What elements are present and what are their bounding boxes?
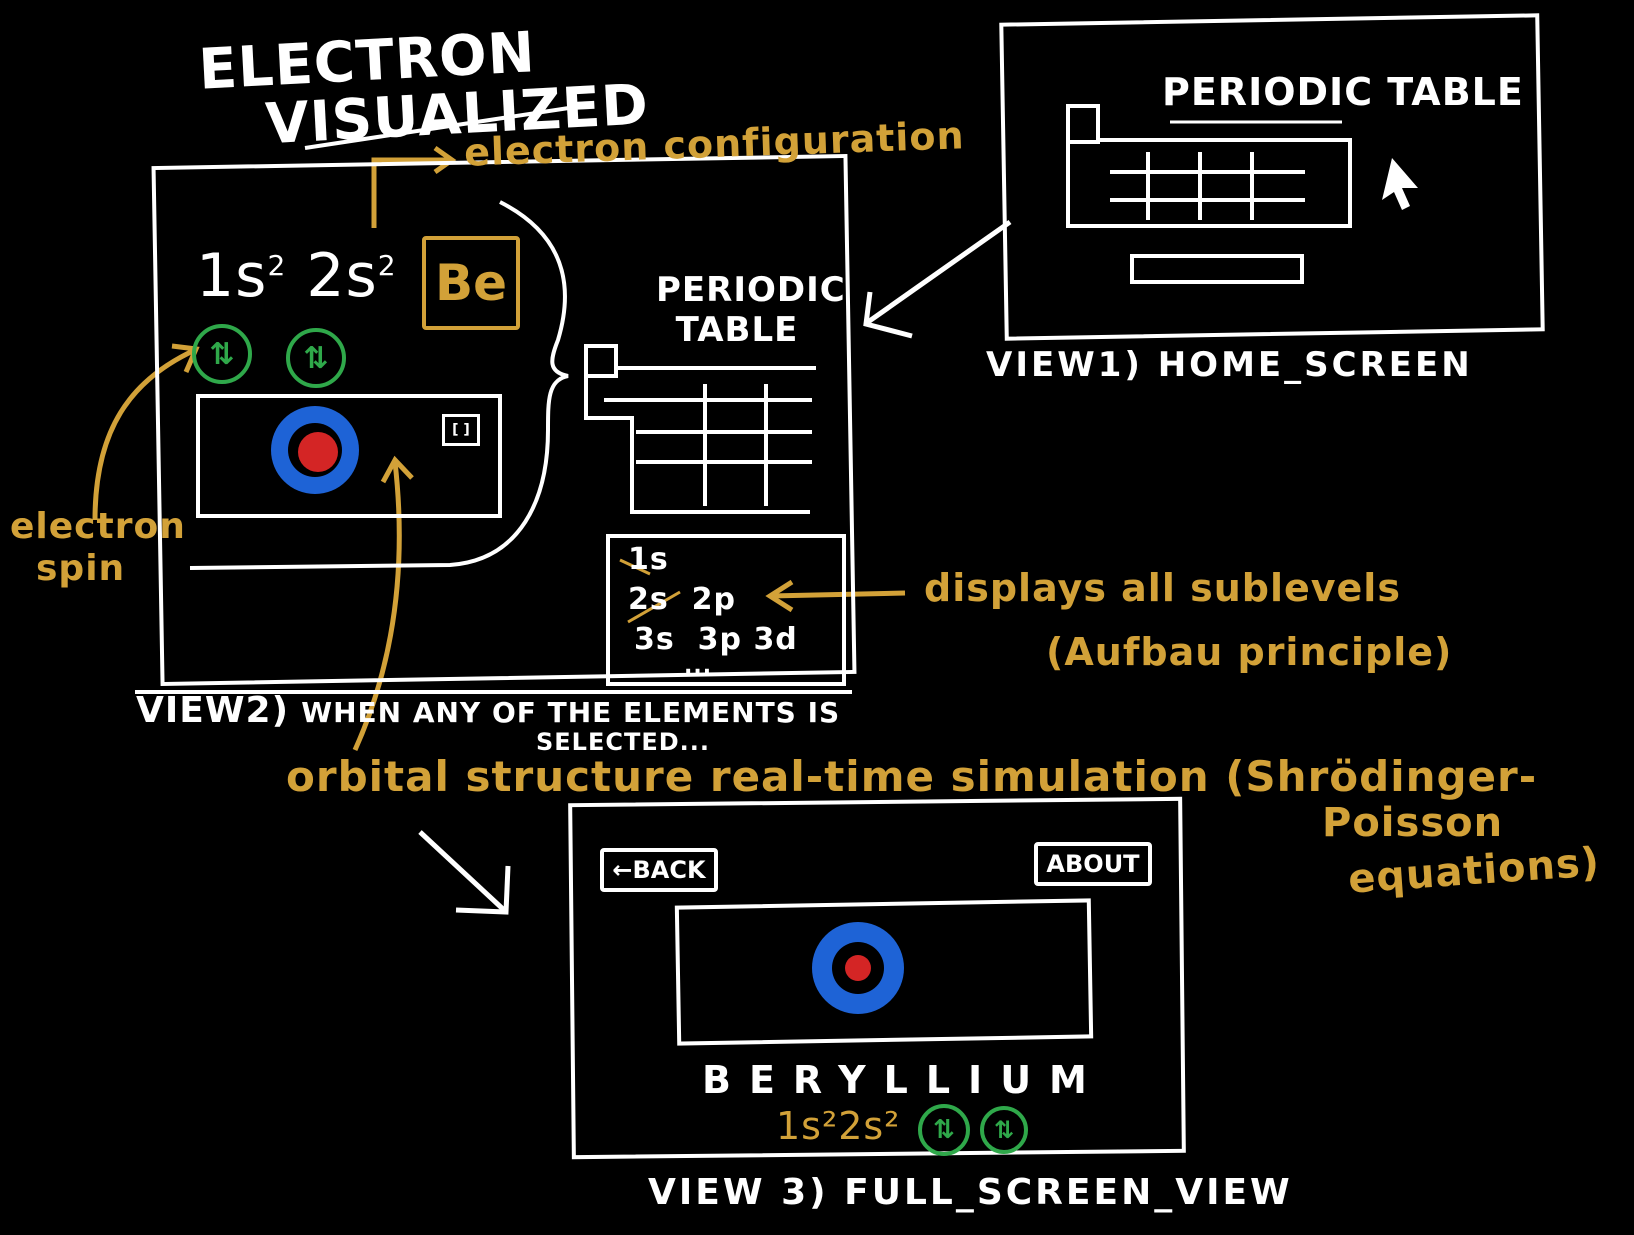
annotation-orbital-line2: Poisson	[1322, 800, 1504, 846]
fullscreen-spin-1s: ⇅	[918, 1104, 970, 1156]
annotation-orbital-prefix: orbital structure	[286, 752, 695, 801]
orbital-viewport	[196, 394, 502, 518]
sublevel-arrow	[769, 590, 906, 599]
annotation-electron-spin-line2: spin	[36, 548, 126, 589]
view1-caption: VIEW1) HOME_SCREEN	[986, 345, 1473, 385]
nucleus-view2	[298, 432, 338, 472]
view2-caption-line1: WHEN ANY OF THE ELEMENTS IS	[301, 696, 841, 729]
home-panel-title: PERIODIC TABLE	[1162, 70, 1524, 114]
sublevel-2p: 2p	[691, 582, 736, 617]
orbital-arrow	[352, 461, 402, 752]
config-arrow	[371, 157, 450, 228]
fullscreen-orbital-viewport	[674, 898, 1094, 1046]
annotation-orbital: orbital structure real-time simulation (…	[286, 752, 1537, 801]
sublevel-3d: 3d	[753, 622, 798, 657]
view1-to-view2-arrow	[866, 219, 1012, 325]
spin-symbol: ⇅	[303, 340, 329, 376]
electron-config: 1s2 2s2	[196, 236, 397, 306]
view1-home-screen	[999, 13, 1545, 341]
sublevel-more: ...	[684, 654, 713, 679]
side-panel-title: PERIODIC TABLE	[656, 270, 846, 350]
spin-symbol: ⇅	[209, 336, 235, 372]
about-button[interactable]: ABOUT	[1034, 842, 1152, 886]
nucleus-view3	[845, 955, 871, 981]
view2-to-view3-arrow	[418, 830, 506, 912]
sublevel-2s: 2s	[628, 582, 669, 617]
view2-caption: VIEW2) WHEN ANY OF THE ELEMENTS IS	[136, 690, 840, 731]
element-symbol-box: Be	[422, 236, 520, 330]
cursor-icon	[1382, 158, 1418, 210]
spin-symbol: ⇅	[933, 1115, 955, 1145]
config-2s: 2s	[306, 241, 378, 311]
fullscreen-icon[interactable]: [ ]	[442, 414, 480, 446]
fullscreen-spin-2s: ⇅	[980, 1106, 1028, 1154]
spin-indicator-1s: ⇅	[192, 324, 252, 384]
config-sup2: 2	[377, 249, 397, 282]
config-1s: 1s	[196, 241, 268, 311]
element-symbol: Be	[434, 254, 508, 312]
sublevel-1s: 1s	[628, 542, 669, 577]
view2-caption-prefix: VIEW2)	[136, 690, 290, 731]
annotation-electron-spin-line1: electron	[10, 506, 186, 547]
annotation-sublevels: displays all sublevels (Aufbau principle…	[924, 556, 1452, 684]
panel-bracket	[189, 200, 569, 570]
sublevel-3p: 3p	[697, 622, 742, 657]
element-name: BERYLLIUM	[702, 1058, 1105, 1102]
side-panel-title-line2: TABLE	[675, 310, 799, 350]
annotation-electron-spin: electron spin	[10, 506, 186, 590]
spin-indicator-2s: ⇅	[286, 328, 346, 388]
sublevel-3s: 3s	[634, 622, 675, 657]
config-sup1: 2	[267, 249, 287, 282]
view3-caption: VIEW 3) FULL_SCREEN_VIEW	[648, 1172, 1293, 1213]
annotation-sublevels-line1: displays all sublevels	[924, 566, 1401, 610]
fullscreen-config: 1s²2s²	[776, 1104, 901, 1148]
annotation-sublevels-line2: (Aufbau principle)	[1046, 630, 1453, 674]
spin-arrow	[92, 347, 197, 521]
home-search-bar	[1130, 254, 1304, 284]
home-table-corner	[1066, 104, 1100, 144]
sublevel-list: 1s 2s 2p 3s 3p 3d ...	[628, 540, 798, 678]
view2-caption-line2: SELECTED...	[536, 728, 711, 756]
side-panel-title-line1: PERIODIC	[656, 270, 846, 310]
spin-symbol: ⇅	[993, 1116, 1015, 1144]
back-button[interactable]: ←BACK	[600, 848, 718, 892]
side-table-corner	[584, 344, 618, 378]
annotation-orbital-rest: real-time simulation (Shrödinger-	[709, 752, 1538, 801]
sublevel-panel	[606, 534, 846, 686]
